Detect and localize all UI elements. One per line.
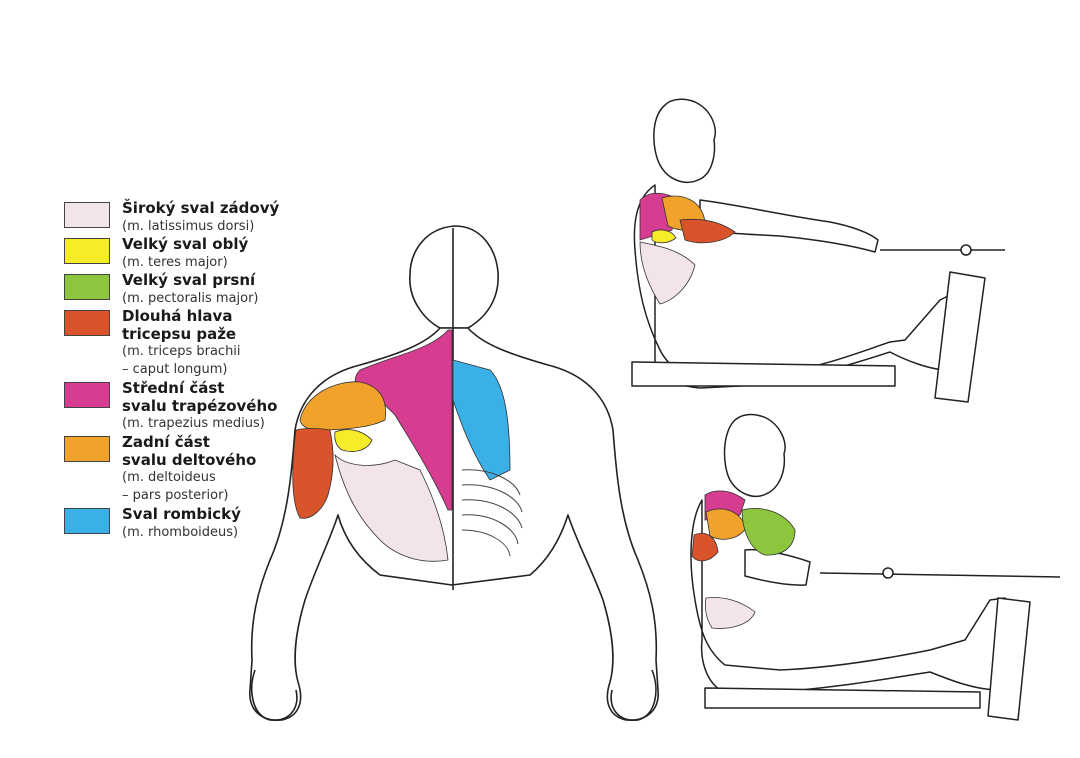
legend-swatch (64, 202, 110, 228)
legend-item-deltoid: Zadní část svalu deltového (m. deltoideu… (64, 433, 314, 506)
muscle-legend: Široký sval zádový (m. latissimus dorsi)… (64, 199, 314, 542)
bottom-rower-figure (690, 413, 1061, 721)
legend-name: Střední část (122, 379, 225, 397)
legend-item-pectoralis: Velký sval prsní (m. pectoralis major) (64, 271, 314, 308)
legend-label: Zadní část svalu deltového (m. deltoideu… (122, 433, 322, 504)
legend-item-triceps: Dlouhá hlava tricepsu paže (m. triceps b… (64, 307, 314, 380)
bottom-rower-footplate (987, 597, 1031, 721)
legend-name-line2: tricepsu paže (122, 324, 237, 343)
bottom-rower-muscles (691, 490, 796, 629)
legend-item-trapezius: Střední část svalu trapézového (m. trape… (64, 379, 314, 434)
bottom-rower-head (723, 413, 786, 498)
legend-latin: (m. teres major) (122, 254, 228, 270)
bottom-rower-pulley (882, 567, 894, 579)
legend-latin: (m. rhomboideus) (122, 524, 239, 540)
legend-swatch (64, 274, 110, 300)
legend-label: Dlouhá hlava tricepsu paže (m. triceps b… (122, 307, 322, 378)
legend-label: Střední část svalu trapézového (m. trape… (122, 379, 322, 433)
top-rower-muscles (639, 192, 736, 305)
top-rower-head (653, 98, 716, 184)
back-latissimus (334, 453, 449, 562)
top-rower-pulley (960, 244, 972, 256)
legend-label: Velký sval prsní (m. pectoralis major) (122, 271, 322, 307)
legend-label: Velký sval oblý (m. teres major) (122, 235, 322, 271)
left-fist (250, 669, 298, 721)
legend-latin-line2: – caput longum) (122, 361, 228, 377)
legend-swatch (64, 382, 110, 408)
legend-latin-line2: – pars posterior) (122, 487, 229, 503)
top-rower-footplate (934, 271, 986, 403)
bottom-rower-seat (704, 687, 981, 709)
back-rhomboid (452, 359, 511, 481)
legend-name: Dlouhá hlava (122, 307, 233, 325)
back-ribs (461, 469, 523, 557)
top-rower-lats (639, 241, 696, 305)
legend-item-latissimus: Široký sval zádový (m. latissimus dorsi) (64, 199, 314, 236)
legend-latin: (m. triceps brachii (122, 344, 241, 359)
legend-latin: (m. latissimus dorsi) (122, 218, 255, 234)
bottom-rower-cable (819, 572, 1061, 578)
legend-swatch (64, 310, 110, 336)
top-rower-seat (631, 361, 896, 387)
legend-name: Velký sval oblý (122, 235, 249, 253)
legend-latin: (m. trapezius medius) (122, 416, 265, 431)
legend-name: Široký sval zádový (122, 199, 280, 217)
top-rower-teres (651, 229, 677, 244)
legend-name-line2: svalu deltového (122, 450, 257, 469)
bottom-rower-triceps (691, 532, 719, 562)
legend-swatch (64, 436, 110, 462)
legend-latin: (m. deltoideus (122, 470, 216, 485)
back-muscles (292, 329, 511, 562)
legend-item-teres-major: Velký sval oblý (m. teres major) (64, 235, 314, 272)
bottom-rower-pectoralis (741, 508, 796, 556)
right-fist (610, 669, 657, 721)
top-rower-figure (631, 98, 1005, 403)
bottom-rower-lats (704, 597, 756, 629)
legend-name: Velký sval prsní (122, 271, 256, 289)
legend-item-rhomboid: Sval rombický (m. rhomboideus) (64, 505, 314, 542)
legend-name: Zadní část (122, 433, 210, 451)
back-head (409, 225, 499, 329)
top-rower-triceps (679, 218, 736, 244)
legend-label: Široký sval zádový (m. latissimus dorsi) (122, 199, 322, 235)
legend-swatch (64, 508, 110, 534)
top-rower-arm (699, 199, 879, 253)
legend-name: Sval rombický (122, 505, 241, 523)
back-teres-major (334, 429, 373, 452)
legend-latin: (m. pectoralis major) (122, 290, 259, 306)
legend-swatch (64, 238, 110, 264)
legend-name-line2: svalu trapézového (122, 396, 278, 415)
back-triceps (292, 428, 334, 519)
legend-label: Sval rombický (m. rhomboideus) (122, 505, 322, 541)
bottom-rower-arm (744, 548, 811, 586)
